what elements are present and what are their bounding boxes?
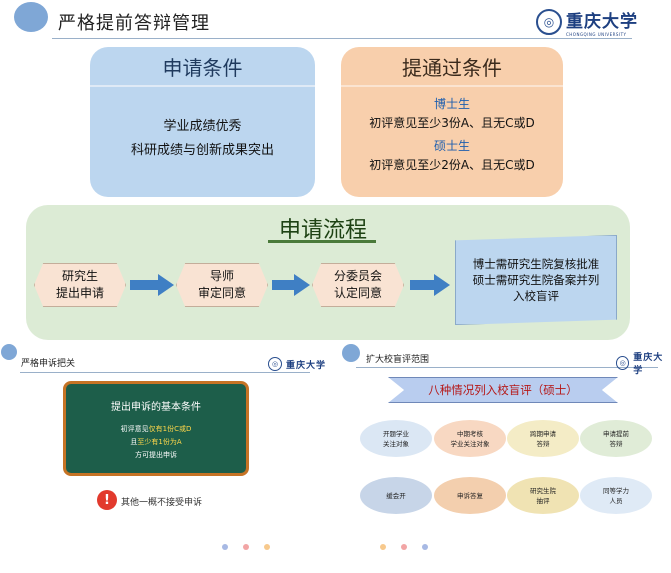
step-line: 导师 [209,269,234,283]
university-seal-icon: ◎ [268,357,282,371]
page-dot[interactable] [264,544,270,550]
case-line: 同等学力 [603,486,629,495]
title-divider [52,38,632,39]
board-highlight: 至少有1份为A [137,438,182,446]
pass-conditions-heading: 提通过条件 [341,47,563,87]
blind-review-case-oval: 同等学力人员 [580,477,652,514]
blind-review-case-oval: 研究生院抽评 [507,477,579,514]
case-line: 开题学业 [383,429,409,438]
slide1-title: 严格提前答辩管理 [58,13,210,34]
requirements-card: 申请条件 学业成绩优秀 科研成绩与创新成果突出 [90,47,315,197]
title-bullet-circle [14,2,48,32]
case-line: 缓会开 [386,491,406,500]
page-dot[interactable] [243,544,249,550]
step-line: 提出申请 [55,286,104,300]
page-dot[interactable] [380,544,386,550]
title-divider [20,372,310,373]
pass-conditions-card: 提通过条件 博士生 初评意见至少3份A、且无C或D 硕士生 初评意见至少2份A、… [341,47,563,197]
final-line: 硕士需研究生院备案并列 [472,273,600,287]
flow-arrow-icon [130,274,174,296]
case-line: 学业关注对象 [450,439,490,448]
process-step-committee: 分委员会认定同意 [312,263,404,307]
blind-review-case-oval: 申诉答复 [434,477,506,514]
university-seal-icon: ◎ [616,356,630,370]
blind-review-banner: 八种情况列入校盲评（硕士） [388,377,618,403]
board-text: 初评意见 [120,425,149,433]
warning-icon: ! [97,490,117,510]
process-step-advisor: 导师审定同意 [176,263,268,307]
step-line: 审定同意 [197,286,246,300]
master-rule: 初评意见至少2份A、且无C或D [369,158,535,172]
university-logo: ◎ 重庆大学 [616,350,671,376]
final-line: 博士需研究生院复核批准 [472,257,600,271]
blind-review-case-oval: 缓会开 [360,477,432,514]
university-seal-icon: ◎ [536,9,562,35]
board-highlight: 仅有1份C或D [148,425,192,433]
requirement-line: 科研成绩与创新成果突出 [130,143,274,158]
process-step-apply: 研究生提出申请 [34,263,126,307]
title-divider [356,367,658,368]
requirement-line: 学业成绩优秀 [163,119,242,134]
university-name: 重庆大学 [566,12,638,32]
step-line: 研究生 [61,269,98,283]
board-text: 且 [130,438,138,446]
case-line: 关注对象 [383,439,409,448]
case-line: 研究生院 [530,486,556,495]
page-dot[interactable] [422,544,428,550]
case-line: 答辩 [536,439,550,448]
case-line: 申诉答复 [457,491,483,500]
flow-arrow-icon [410,274,450,296]
case-line: 申请提前 [603,429,629,438]
page-dot[interactable] [222,544,228,550]
process-final-banner: 博士需研究生院复核批准 硕士需研究生院备案并列 入校盲评 [455,235,617,325]
case-line: 抽评 [536,496,550,505]
case-line: 中期考核 [457,429,483,438]
appeal-conditions-board: 提出申诉的基本条件 初评意见仅有1份C或D 且至少有1份为A 方可提出申诉 [63,381,249,476]
step-line: 认定同意 [333,286,382,300]
university-name-en: CHONGQING UNIVERSITY [566,32,627,37]
phd-label: 博士生 [433,97,470,111]
step-line: 分委员会 [333,269,382,283]
blind-review-case-oval: 申请提前答辩 [580,420,652,457]
university-name: 重庆大学 [286,360,327,371]
title-bullet-circle [342,344,360,362]
warning-text: 其他一概不接受申诉 [121,498,203,508]
flow-arrow-icon [272,274,310,296]
slide2-title: 严格申诉把关 [21,359,76,369]
slide3-title: 扩大校盲评范围 [366,355,430,365]
blind-review-case-oval: 开题学业关注对象 [360,420,432,457]
final-line: 入校盲评 [513,289,559,303]
page-dot[interactable] [401,544,407,550]
phd-rule: 初评意见至少3份A、且无C或D [369,116,535,130]
master-label: 硕士生 [433,139,470,153]
university-logo: ◎ 重庆大学 CHONGQING UNIVERSITY [536,7,638,37]
board-text: 方可提出申诉 [135,451,177,459]
case-line: 人员 [609,496,623,505]
blind-review-case-oval: 跨期申请答辩 [507,420,579,457]
blind-review-case-oval: 中期考核学业关注对象 [434,420,506,457]
university-logo: ◎ 重庆大学 [268,357,326,371]
requirements-heading: 申请条件 [90,47,315,87]
process-heading-underline [268,240,376,243]
university-name: 重庆大学 [633,353,664,376]
case-line: 跨期申请 [530,429,556,438]
title-bullet-circle [1,344,17,360]
case-line: 答辩 [609,439,623,448]
board-title: 提出申诉的基本条件 [111,402,201,413]
process-heading: 申请流程 [278,218,367,243]
